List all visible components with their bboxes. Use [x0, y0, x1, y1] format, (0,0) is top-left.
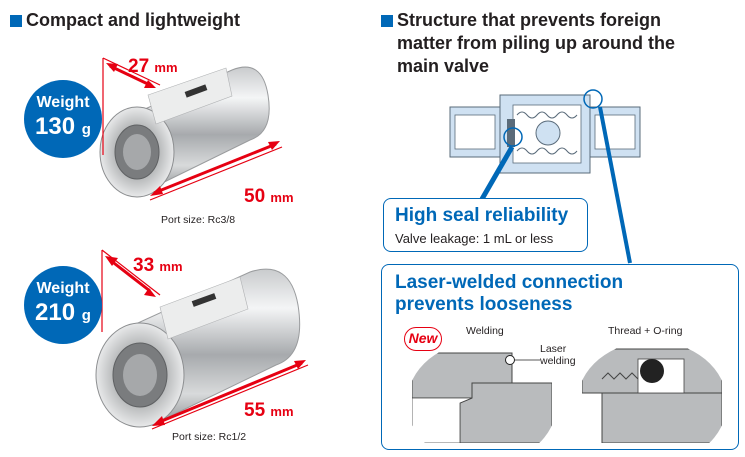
- seal-text: Valve leakage: 1 mL or less: [395, 231, 554, 246]
- product1-length-dimension: 50 mm: [244, 186, 294, 207]
- heading-marker: [381, 15, 393, 27]
- right-heading: Structure that prevents foreign matter f…: [397, 10, 675, 76]
- product2-length-dimension: 55 mm: [244, 400, 294, 421]
- valve-cross-section-diagram: [449, 89, 641, 174]
- product2-width-dimension: 33 mm: [133, 255, 183, 276]
- callout-leaders: [479, 106, 632, 264]
- product2-weight-value: 210: [35, 299, 76, 326]
- heading-marker: [10, 15, 22, 27]
- welding-detail-diagram: [412, 343, 552, 443]
- product1-image: [99, 57, 283, 201]
- product1-width-dimension: 27 mm: [128, 56, 178, 77]
- product1-weight-unit: g: [81, 121, 91, 138]
- thread-oring-detail-diagram: [582, 343, 722, 443]
- seal-title: High seal reliability: [395, 205, 569, 226]
- laser-welded-panel: Laser-welded connection prevents loosene…: [381, 264, 739, 450]
- product2-weight-badge: Weight 210 g: [24, 266, 102, 344]
- product1-weight-label: Weight: [36, 94, 90, 111]
- thread-oring-label: Thread + O-ring: [608, 325, 683, 337]
- product1-weight-badge: Weight 130 g: [24, 80, 102, 158]
- seal-reliability-panel: High seal reliability Valve leakage: 1 m…: [383, 198, 588, 252]
- product2-weight-label: Weight: [36, 280, 90, 297]
- product2-weight-unit: g: [81, 307, 91, 324]
- product2-port-size: Port size: Rc1/2: [172, 431, 247, 443]
- laser-title: Laser-welded connection prevents loosene…: [395, 272, 624, 315]
- welding-label: Welding: [466, 325, 504, 337]
- product1-weight-value: 130: [35, 113, 76, 140]
- new-badge: New: [404, 327, 442, 351]
- left-heading: Compact and lightweight: [26, 10, 240, 30]
- product1-port-size: Port size: Rc3/8: [161, 214, 236, 226]
- product2-image: [95, 249, 309, 430]
- laser-welding-label: Laser welding: [540, 343, 576, 367]
